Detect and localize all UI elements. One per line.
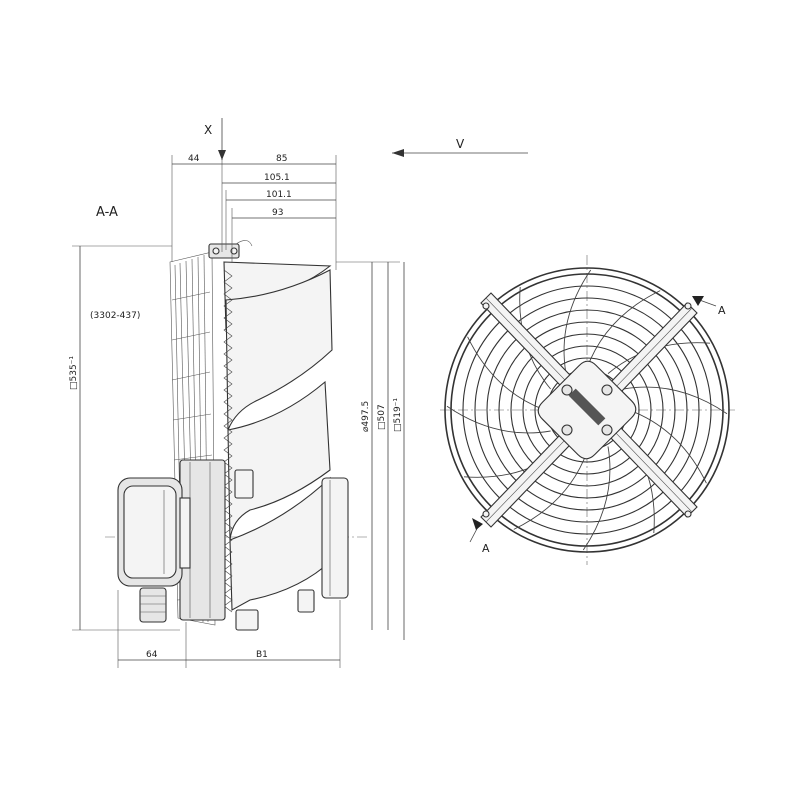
section-mark-a-bottom: A: [482, 542, 490, 555]
dim-sq535: □535⁻¹: [69, 356, 79, 390]
guard-ring: [444, 267, 730, 553]
guard-bracket: [208, 240, 253, 259]
guard-spoke: [467, 336, 546, 411]
dim-93: 93: [272, 208, 283, 218]
terminal-box: [117, 477, 191, 587]
view-v-label: V: [456, 137, 465, 151]
guard-spoke: [586, 290, 661, 369]
front-view-guard: A A: [440, 255, 735, 565]
motor-hub: [179, 459, 349, 631]
dim-101: 101.1: [266, 190, 292, 200]
dim-64: 64: [146, 650, 158, 660]
dimension-lines: [72, 118, 405, 668]
section-marker-bottom: A: [469, 518, 490, 555]
cable-gland: [139, 587, 167, 623]
section-view-a-a: A-A X 44 85 105.1 101.1 93 (3302-437) □5…: [69, 118, 405, 668]
dim-sq507: □507: [377, 404, 387, 430]
guard-ring: [462, 285, 712, 535]
guard-spoke: [446, 405, 551, 434]
section-marker-top: A: [692, 296, 726, 317]
guard-ring: [510, 333, 664, 487]
guard-spoke: [628, 409, 707, 484]
guard-ring: [534, 357, 640, 463]
guard-spoke: [513, 451, 588, 530]
section-title: A-A: [96, 205, 118, 220]
dim-105: 105.1: [264, 173, 290, 183]
guard-ring: [474, 297, 700, 523]
guard-spoke: [582, 446, 611, 551]
dim-44: 44: [188, 154, 200, 164]
mount-hole-br: [684, 510, 692, 518]
mount-hole-tr: [684, 302, 692, 310]
dim-dia497: ⌀497.5: [361, 401, 371, 432]
dim-85: 85: [276, 154, 287, 164]
impeller-blades: [223, 261, 333, 613]
hub-plate: [537, 360, 637, 460]
dim-range: (3302-437): [90, 311, 140, 321]
guard-ring: [450, 273, 724, 547]
guard-ring: [522, 345, 652, 475]
mount-hole-bl: [482, 510, 490, 518]
dim-b1: B1: [256, 650, 268, 660]
guard-rings: [444, 267, 730, 553]
dim-sq519: □519⁻¹: [393, 398, 403, 432]
guard-ring: [498, 321, 676, 499]
guard-spoke: [563, 269, 592, 374]
guard-ring: [486, 309, 688, 511]
guard-spoke: [623, 386, 728, 415]
section-mark-a-top: A: [718, 304, 726, 317]
marker-x-label: X: [204, 123, 212, 137]
mount-hole-tl: [482, 302, 490, 310]
view-v-indicator: V: [392, 137, 528, 157]
